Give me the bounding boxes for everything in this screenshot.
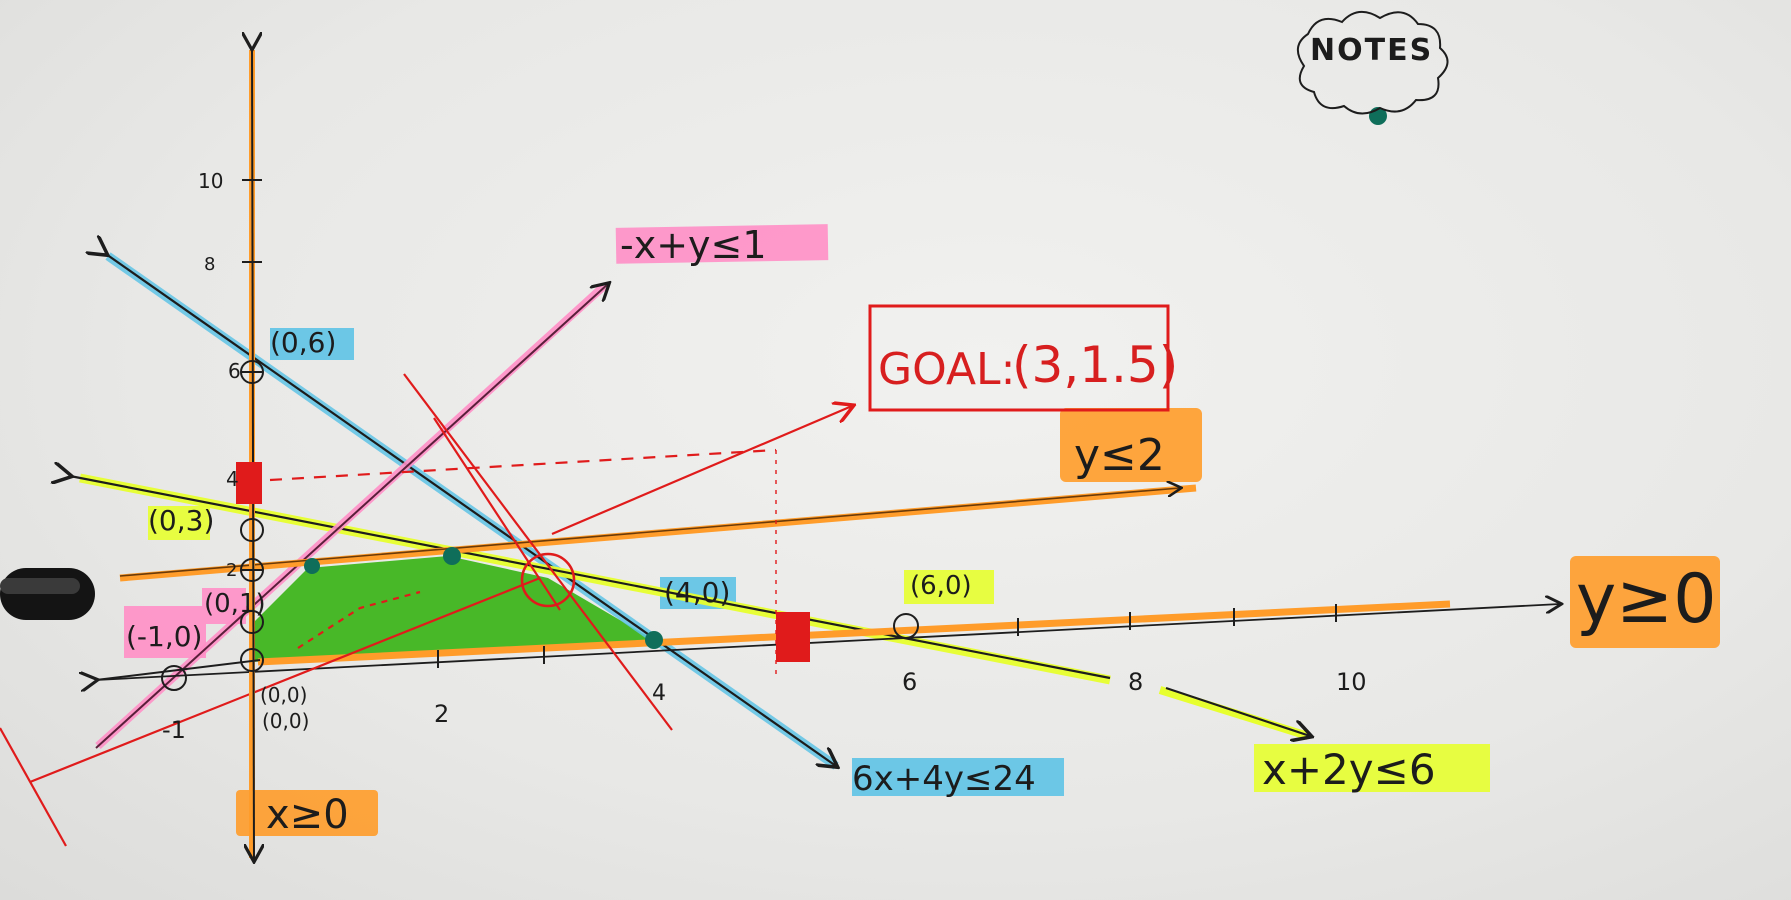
red-marker-x [776,612,810,662]
hl-orange-xge0 [236,790,378,836]
hl-yellow-label [1254,744,1490,792]
x-axis [96,659,261,680]
vertex-0-0 [240,648,264,672]
axis-ticks [242,179,1337,668]
vertex-0-3 [240,518,264,542]
binder-ring [0,568,95,620]
label-point-0-0-a: (0,0) [260,683,307,707]
x-tick-8: 8 [1128,668,1143,696]
hl-yellow-p60 [904,570,994,604]
y-tick-10: 10 [198,169,223,193]
x-tick-2: 2 [434,700,449,728]
red-marker-y [236,462,262,504]
y-tick-4: 4 [226,467,239,491]
vertex-0-1 [240,610,264,634]
constraint-y-ge-0 [95,604,1560,681]
label-point-6-0: (6,0) [910,571,972,601]
label-neg-x-plus-y: -x+y≤1 [620,223,767,267]
label-6x4y: 6x+4y≤24 [852,759,1036,799]
label-point-neg1-0: (-1,0) [126,620,202,653]
vertex-neg1-0 [161,665,187,691]
label-y-ge-0: y≥0 [1576,560,1716,639]
y-tick-6: 6 [228,359,241,383]
y-tick-2: 2 [226,560,237,581]
vertex-6-0 [893,613,919,639]
hl-blue-label [852,758,1064,796]
notes-cloud [1297,11,1449,115]
red-lines [0,373,852,847]
label-point-0-6: (0,6) [270,326,336,359]
hl-orange-yge0 [1570,556,1720,648]
constraint-6x4y [106,254,836,770]
label-x2y: x+2y≤6 [1262,745,1436,794]
x-tick-4: 4 [652,681,666,706]
label-point-0-0-b: (0,0) [262,709,309,733]
notes-label: NOTES [1310,33,1433,68]
goal-box [868,304,1170,412]
label-point-0-1: (0,1) [204,589,266,619]
label-x-ge-0: x≥0 [266,792,349,838]
label-y-le-2: y≤2 [1074,430,1165,481]
y-tick-8: 8 [204,254,215,275]
y-axis [252,48,254,860]
label-point-0-3: (0,3) [148,504,214,537]
hl-orange-y2 [1060,408,1202,482]
constraint-y-le-2 [119,488,1197,582]
x-tick-neg1: -1 [162,716,186,744]
goal-prefix: GOAL: [878,344,1015,395]
vertex-points [161,360,919,691]
label-point-4-0: (4,0) [664,576,730,609]
vertex-0-2 [240,558,264,582]
x-tick-6: 6 [902,668,917,696]
vertex-0-6 [240,360,264,384]
x-tick-10: 10 [1336,668,1367,696]
goal-value: (3,1.5) [1012,336,1178,394]
